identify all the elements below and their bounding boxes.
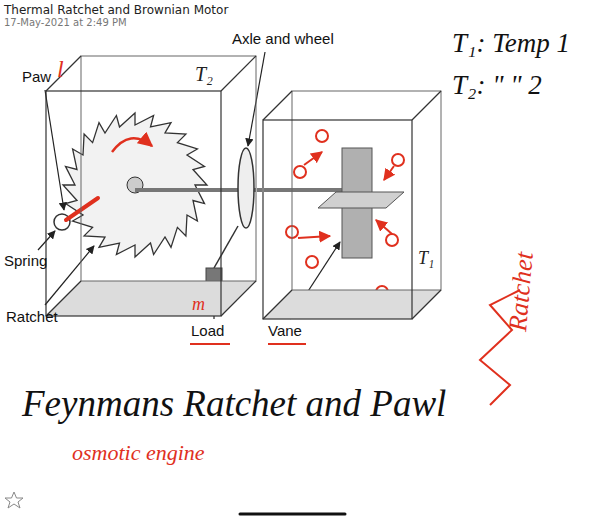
- molecules: [286, 130, 404, 298]
- label-anchor: 17-May-2021 at 2:49 PM: [4, 17, 127, 28]
- label-anchor: Ratchet: [503, 251, 540, 333]
- part-name: Axle and wheel: [232, 30, 334, 47]
- label-anchor: l: [57, 56, 64, 83]
- axle-connector: [257, 188, 262, 192]
- box-outline: [45, 55, 257, 317]
- label-anchor: Load: [191, 322, 224, 339]
- note-title: Thermal Ratchet and Brownian Motor: [4, 3, 228, 17]
- label-anchor: T₂: " " 2: [452, 70, 542, 101]
- part-name: Load: [191, 322, 224, 339]
- handwritten-symbol: m: [192, 294, 205, 315]
- label-anchor: Vane: [268, 322, 302, 339]
- rotation-arrow: [112, 138, 152, 152]
- handwritten-heading: Feynmans Ratchet and Pawl: [22, 382, 446, 425]
- temperature-label: T₂: [195, 63, 213, 86]
- heat-bath-box: T₁: [262, 90, 442, 320]
- part-name: Paw: [22, 68, 51, 85]
- handwritten-note: T₂: " " 2: [452, 70, 542, 101]
- temperature-label: T₁: [418, 248, 434, 269]
- spring: [54, 214, 70, 230]
- part-name: Ratchet: [6, 308, 58, 325]
- label-anchor: Axle and wheel: [232, 30, 334, 47]
- text-anchor: T₁: [418, 248, 434, 269]
- handwritten-letter: l: [57, 56, 64, 83]
- label-anchor: Ratchet: [6, 308, 58, 325]
- handwritten-note: T₁: Temp 1: [452, 28, 570, 59]
- text-anchor: T₂: [195, 63, 213, 86]
- rope: [214, 226, 238, 268]
- label-anchor: Feynmans Ratchet and Pawl: [22, 382, 446, 425]
- label-anchor: osmotic engine: [72, 440, 205, 466]
- heat-bath-box: T₂: [45, 55, 257, 317]
- part-name: Spring: [4, 252, 47, 269]
- vane-plate: [318, 192, 404, 208]
- handwritten-note: osmotic engine: [72, 440, 205, 466]
- star-icon: [5, 492, 23, 508]
- wheel: [238, 148, 254, 228]
- home-bar: [240, 513, 345, 516]
- part-name: Vane: [268, 322, 302, 339]
- label-anchor: Spring: [4, 252, 47, 269]
- pawl: [66, 198, 98, 220]
- date-stamp: 17-May-2021 at 2:49 PM: [4, 17, 127, 28]
- ratchet-teeth: [63, 113, 207, 257]
- title-anchor: Thermal Ratchet and Brownian Motor: [4, 3, 228, 17]
- ratchet-wheel: [63, 113, 207, 257]
- label-anchor: T₁: Temp 1: [452, 28, 570, 59]
- handwritten-note: Ratchet: [503, 251, 540, 333]
- label-anchor: m: [192, 294, 205, 315]
- leader-lines: [38, 52, 340, 319]
- label-anchor: Paw: [22, 68, 51, 85]
- box-outline: [262, 90, 442, 320]
